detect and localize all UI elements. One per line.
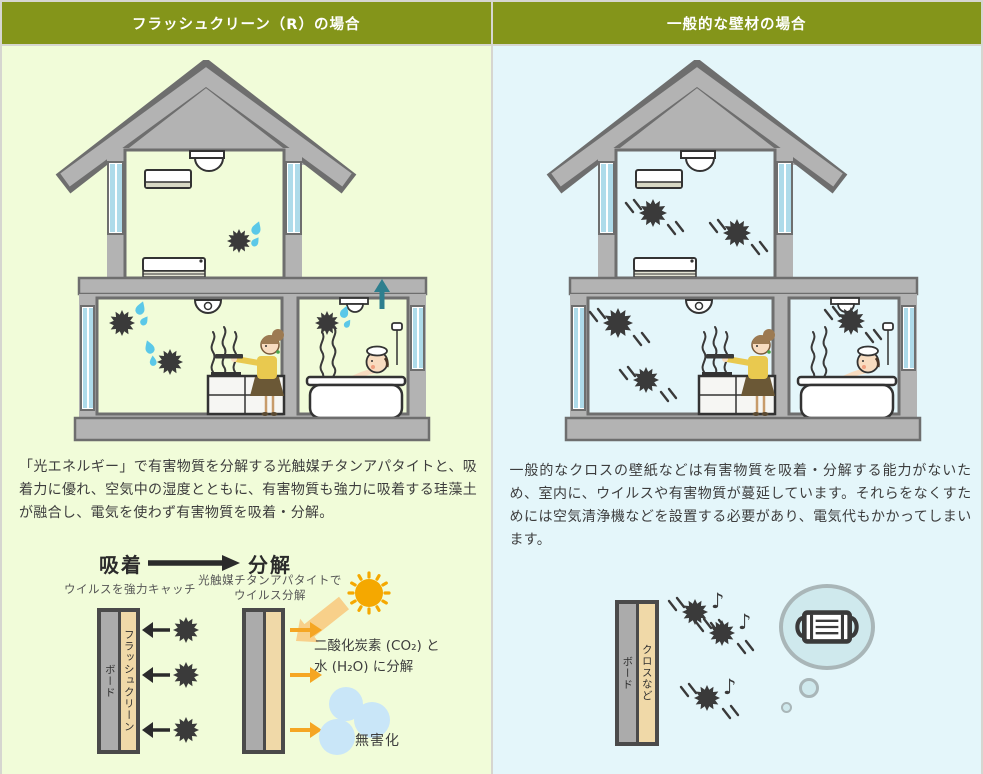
decompose-label: 分解 [248,553,292,577]
release-arrow-icon [290,722,322,738]
virus-adsorb-row [142,717,199,743]
water-bubble-icon [319,719,355,755]
layer-label: クロスなど [640,644,653,702]
thought-bubble-trail [798,678,819,698]
flashclean-layer: フラッシュクリーン [121,612,136,750]
flashclean-wall-section-2 [242,608,285,754]
music-note-icon: ♪ [723,675,736,699]
board-layer: ボード [101,612,121,750]
release-arrow-icon [290,667,322,683]
thought-bubble-trail [780,702,792,713]
step-arrow-icon [148,555,240,571]
house-illustration-clean [45,60,465,445]
water-bubble-icon [354,702,390,738]
board-label: ボード [103,663,116,699]
release-arrow-icon [290,622,322,638]
panel-generic-wall: 一般的なクロスの壁紙などは有害物質を吸着・分解する能力がないため、室内に、ウイル… [492,46,981,774]
flashclean-description: 「光エネルギー」で有害物質を分解する光触媒チタンアパタイトと、吸着力に優れ、空気… [19,459,477,521]
board-layer: ボード [618,604,639,742]
panel-flashclean: 「光エネルギー」で有害物質を分解する光触媒チタンアパタイトと、吸着力に優れ、空気… [2,46,491,774]
decompose-result: 二酸化炭素 (CO₂) と 水 (H₂O) に分解 [314,638,440,675]
header-label: フラッシュクリーン（R）の場合 [132,16,361,33]
generic-wall-section: ボード クロスなど [614,600,659,746]
header-label: 一般的な壁材の場合 [667,16,807,33]
adsorb-label: 吸着 [99,553,143,577]
cloth-layer: クロスなど [638,604,655,742]
ventilation-arrow-icon [374,279,390,309]
harmless-label: 無害化 [355,733,400,749]
virus-adsorb-row [142,617,199,643]
virus-adsorb-row [142,662,199,688]
mask-icon [794,610,859,644]
panel-header-generic: 一般的な壁材の場合 [492,2,981,44]
thought-bubble [778,584,875,670]
layer-label: フラッシュクリーン [122,629,135,733]
board-label: ボード [621,655,634,691]
flashclean-layer [266,612,281,750]
music-note-icon: ♪ [738,610,751,634]
music-note-icon: ♪ [711,589,724,613]
panel-header-flashclean: フラッシュクリーン（R）の場合 [2,2,491,44]
flashclean-wall-section: ボード フラッシュクリーン [97,608,140,754]
adsorb-caption: ウイルスを強力キャッチ [64,582,196,596]
generic-description: 一般的なクロスの壁紙などは有害物質を吸着・分解する能力がないため、室内に、ウイル… [509,463,972,548]
board-layer [246,612,266,750]
decompose-caption: 光触媒チタンアパタイトで ウイルス分解 [198,573,342,602]
house-illustration-contaminated [536,60,956,445]
happy-virus: ♪ [694,610,754,655]
happy-virus: ♪ [667,589,727,634]
happy-virus: ♪ [679,675,739,720]
